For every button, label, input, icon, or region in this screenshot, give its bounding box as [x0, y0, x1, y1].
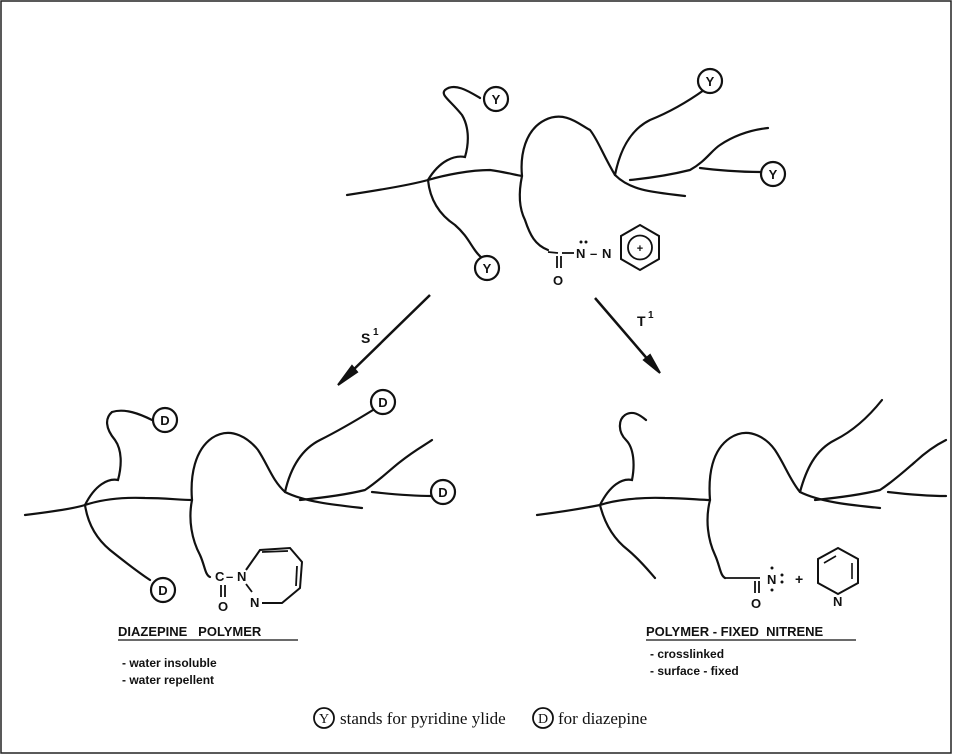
property-item: - water repellent: [122, 673, 214, 687]
property-item: - water insoluble: [122, 656, 217, 670]
ylide-legend-letter: Y: [319, 712, 329, 727]
diazepine-marker-letter: D: [378, 395, 387, 410]
bond-dash: –: [226, 569, 233, 584]
pyridine-nitrogen: N: [833, 594, 842, 609]
carbonyl-carbon: C: [215, 569, 225, 584]
diazepine-nitrogen-2: N: [250, 595, 259, 610]
pyridine-ring: [817, 546, 859, 596]
ylide-marker-letter: Y: [483, 261, 492, 276]
arrow-triplet-label: T: [637, 313, 646, 329]
diazepine-polymer-result: DIAZEPINE POLYMER - water insoluble - wa…: [118, 624, 298, 687]
ylide-marker: Y: [482, 85, 510, 113]
ylide-marker-letter: Y: [706, 74, 715, 89]
bond-dash: –: [590, 246, 597, 261]
legend: Y stands for pyridine ylide D for diazep…: [313, 707, 647, 729]
diazepine-group: C O – N N: [215, 546, 304, 614]
carbonyl-oxygen: O: [553, 273, 563, 288]
ylide-marker-letter: Y: [492, 92, 501, 107]
diazepine-marker-letter: D: [438, 485, 447, 500]
nitrene-polymer-result: POLYMER - FIXED NITRENE - crosslinked - …: [646, 624, 856, 678]
carbonyl-oxygen: O: [751, 596, 761, 611]
diazepine-polymer-title: DIAZEPINE POLYMER: [118, 624, 262, 639]
ylide-marker: Y: [759, 160, 787, 188]
diazepine-marker-letter: D: [160, 413, 169, 428]
arrow-singlet-superscript: 1: [373, 327, 379, 338]
pyridinium-ylide-group: O N – N +: [547, 223, 660, 288]
ylide-marker: Y: [473, 254, 501, 282]
nitrene-polymer-chain: [535, 398, 948, 580]
diazepine-legend-text: for diazepine: [558, 709, 647, 728]
diazepine-marker: D: [151, 406, 179, 434]
top-polymer: [345, 85, 770, 260]
plus-sign: +: [795, 571, 803, 587]
arrow-triplet: T 1: [594, 297, 661, 374]
arrow-singlet-label: S: [361, 330, 370, 346]
diazepine-legend-letter: D: [538, 712, 548, 727]
diazepine-polymer-chain: [23, 408, 434, 582]
diazepine-marker: D: [149, 576, 177, 604]
nitrene-group: O N +: [725, 566, 803, 611]
positive-charge: +: [637, 243, 643, 255]
diazepine-marker-letter: D: [158, 583, 167, 598]
property-item: - crosslinked: [650, 647, 724, 661]
diazepine-nitrogen-1: N: [237, 569, 246, 584]
nitrene-nitrogen: N: [767, 572, 776, 587]
arrow-triplet-superscript: 1: [648, 310, 654, 321]
ylide-marker: Y: [696, 67, 724, 95]
ylide-marker-letter: Y: [769, 167, 778, 182]
pyridinium-ring: [620, 223, 660, 272]
pyridinium-nitrogen: N: [602, 246, 611, 261]
ylide-legend-symbol: [313, 707, 335, 729]
diazepine-marker: D: [369, 388, 397, 416]
diazepine-marker: D: [429, 478, 457, 506]
carbonyl-oxygen: O: [218, 599, 228, 614]
property-item: - surface - fixed: [650, 664, 739, 678]
pyridine-molecule: N: [817, 546, 859, 609]
ylide-legend-text: stands for pyridine ylide: [340, 709, 506, 728]
polymer-fixed-nitrene-title: POLYMER - FIXED NITRENE: [646, 624, 824, 639]
nitrogen-anion: N: [576, 246, 585, 261]
diazepine-ring: [245, 546, 304, 604]
arrow-singlet: S 1: [337, 294, 431, 386]
diazepine-legend-symbol: [532, 707, 554, 729]
